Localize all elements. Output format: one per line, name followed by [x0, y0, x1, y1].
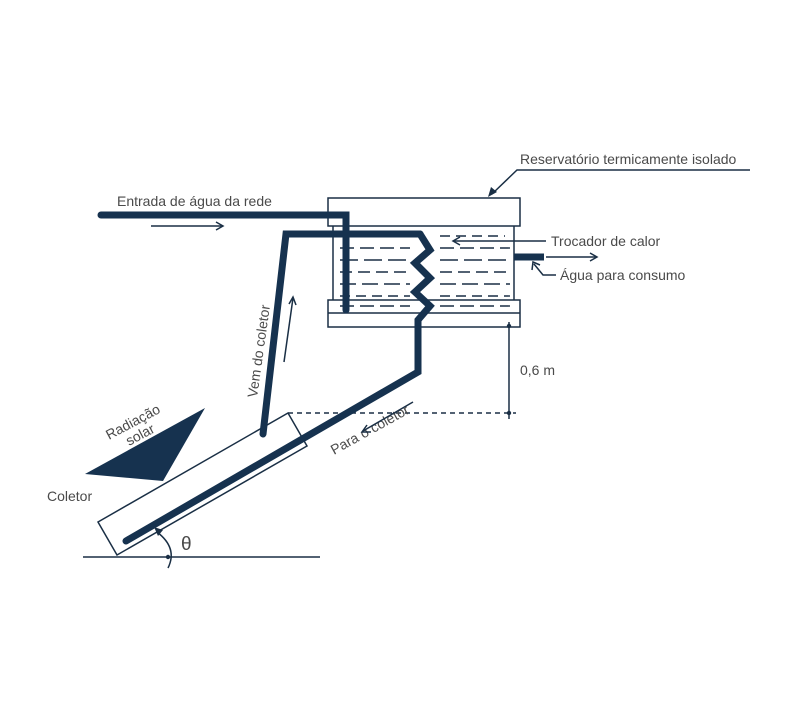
consumption-leader-arrowhead: [531, 260, 541, 271]
inlet-label: Entrada de água da rede: [117, 193, 272, 209]
hot-water-pipe: [259, 230, 424, 438]
angle-arrowhead: [154, 527, 163, 536]
inlet-flow-arrowhead: [215, 221, 225, 231]
collector-panel: [96, 411, 309, 557]
to-collector-flow-arrow: [362, 401, 414, 432]
heat-exchanger-label: Trocador de calor: [551, 233, 661, 249]
consumption-leader-line: [533, 263, 556, 276]
reservoir-lid: [327, 197, 521, 227]
from-collector-flow-arrow: [283, 297, 294, 363]
solar-radiation-triangle: [85, 408, 205, 481]
heat-exchanger-leader-arrowhead: [451, 236, 461, 246]
consumption-flow-arrowhead: [589, 252, 599, 262]
height-label: 0,6 m: [520, 362, 555, 378]
to-collector-flow-arrowhead: [360, 424, 371, 433]
from-collector-flow-arrowhead: [288, 295, 297, 306]
heat-exchanger-coil: [122, 230, 436, 545]
angle-label: θ: [181, 534, 192, 555]
inlet-pipe: [97, 211, 350, 314]
reservoir-leader-arrowhead: [488, 187, 497, 197]
consumption-label: Água para consumo: [560, 267, 686, 283]
reservoir-label: Reservatório termicamente isolado: [520, 151, 737, 167]
reservoir-leader-line: [491, 169, 750, 195]
height-dimension-top-dot: [506, 323, 512, 329]
angle-vertex: [165, 554, 171, 560]
angle-arc: [156, 531, 172, 569]
collector-label: Coletor: [47, 488, 92, 504]
